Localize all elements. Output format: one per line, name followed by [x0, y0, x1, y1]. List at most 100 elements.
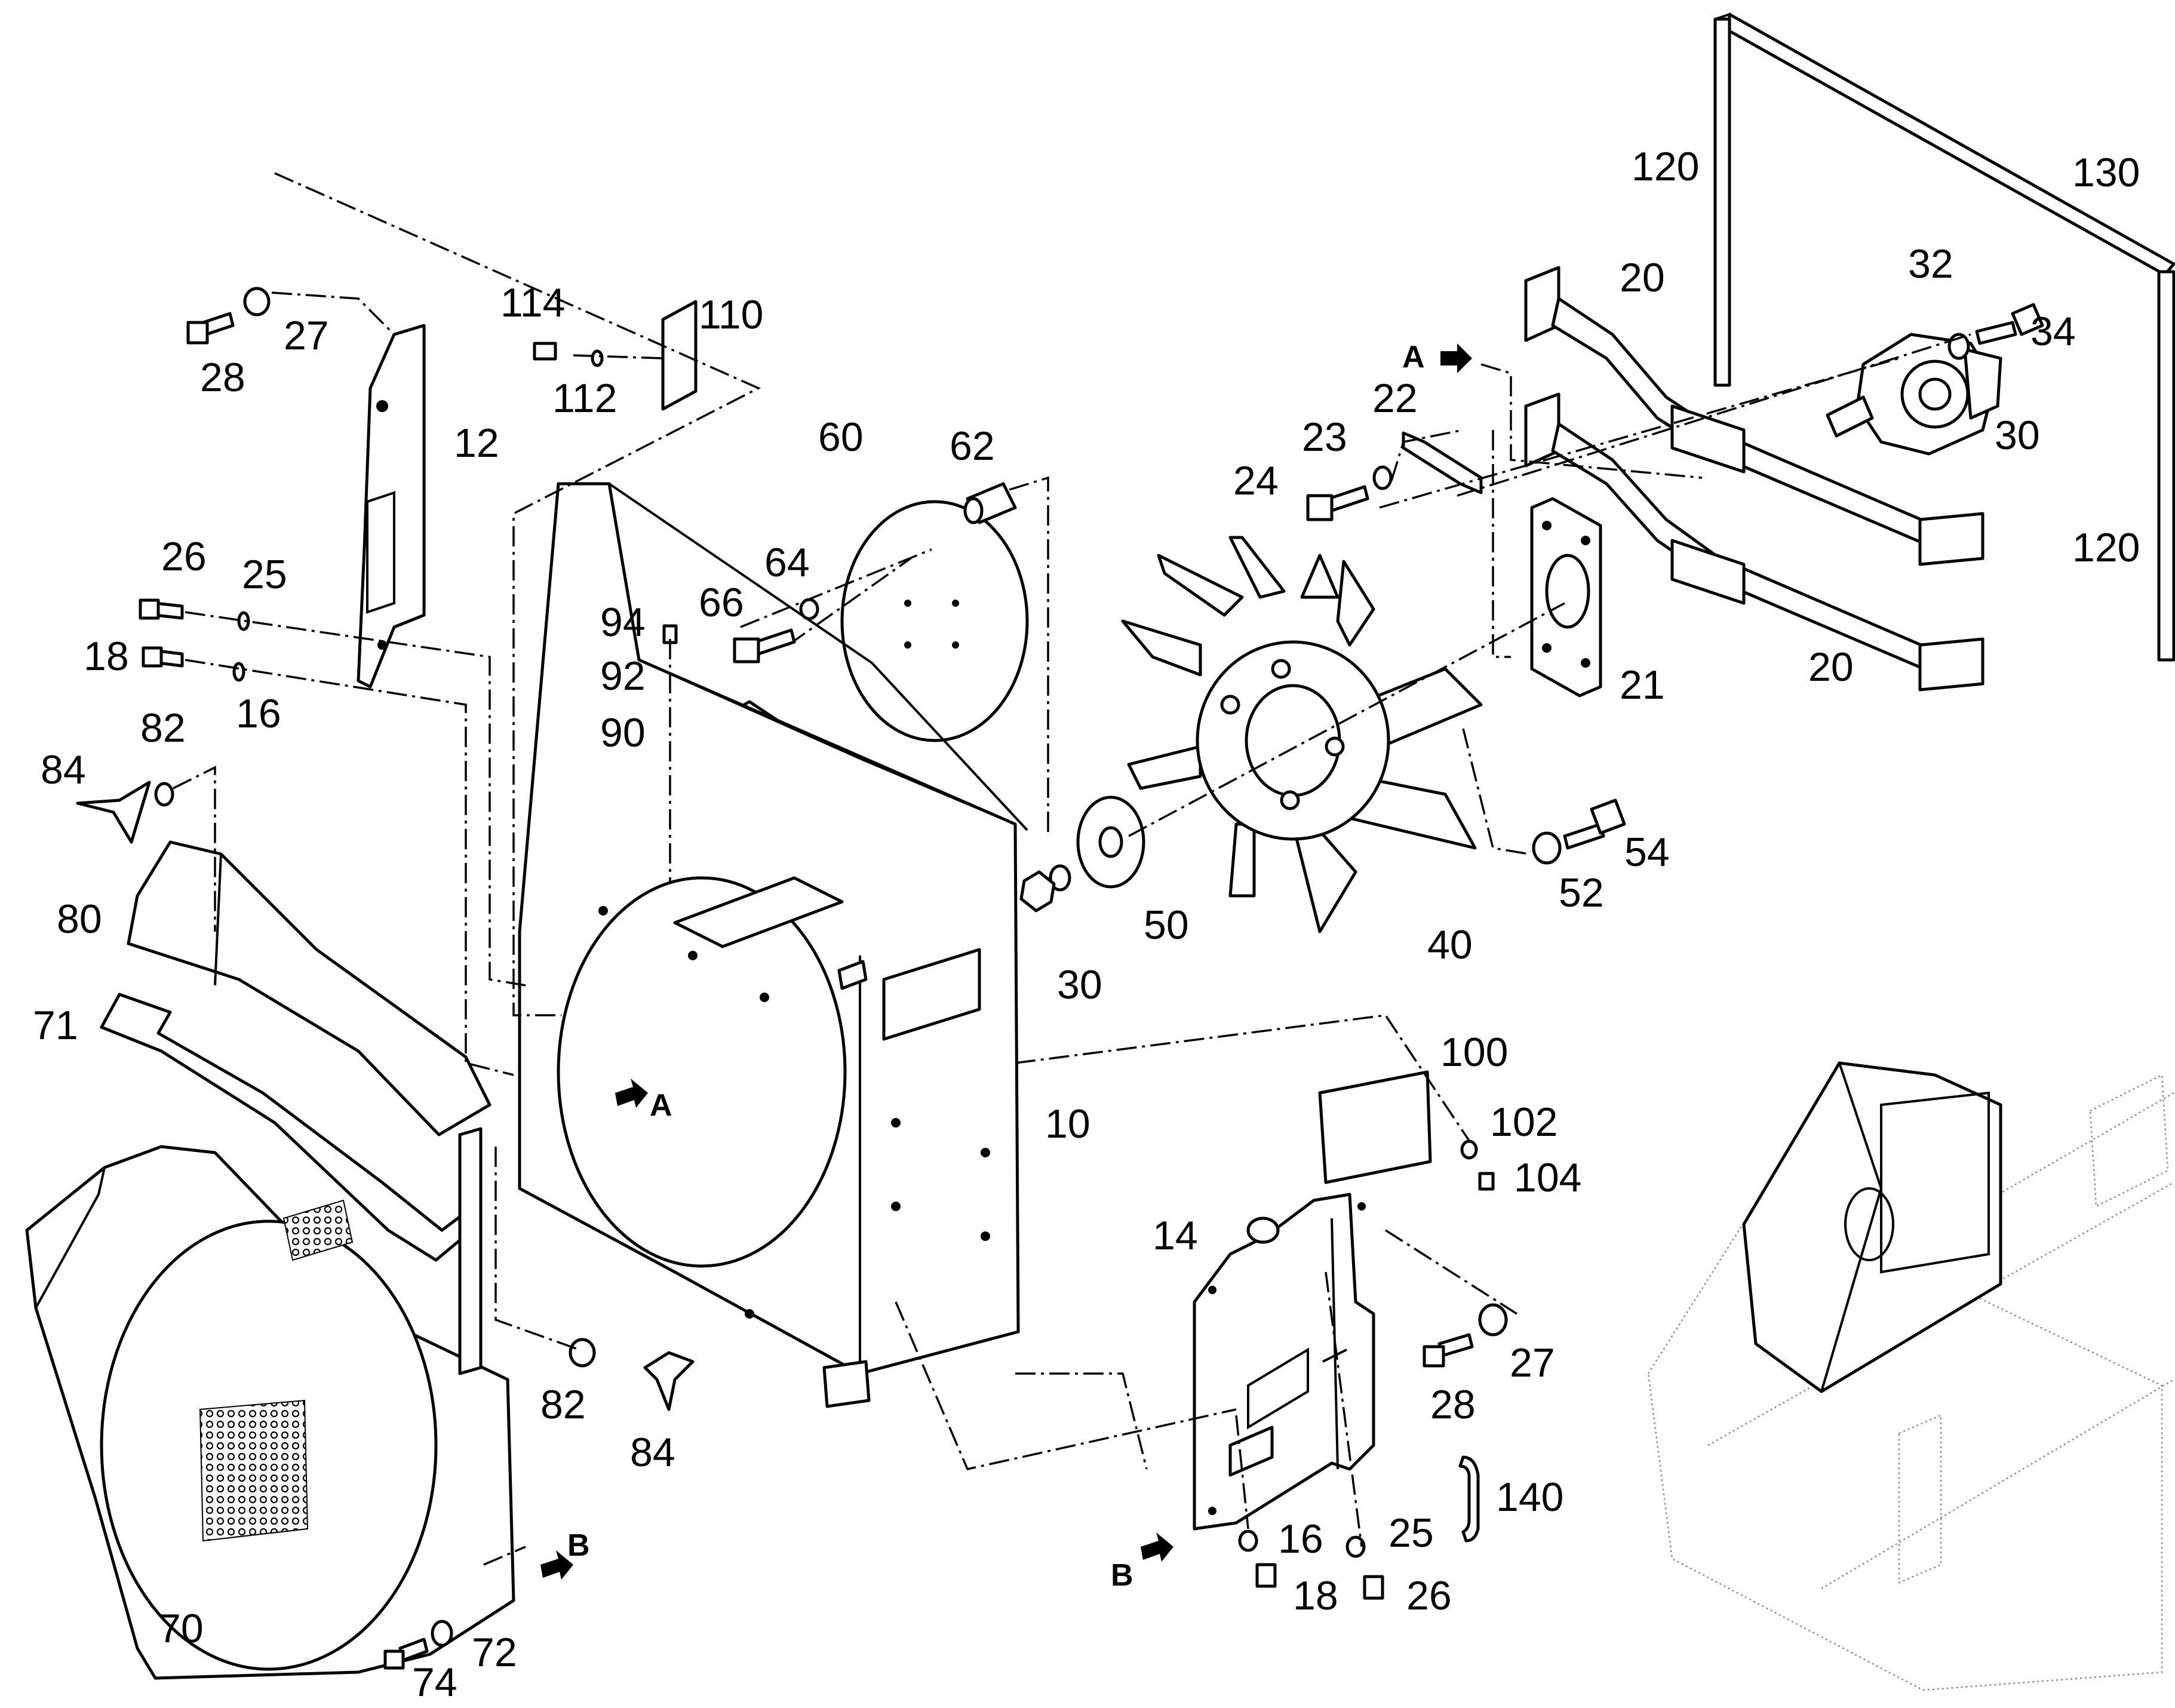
callout-94: 94 — [600, 600, 646, 645]
callout-140: 140 — [1496, 1474, 1563, 1520]
fan-shroud-10 — [518, 482, 1028, 1408]
plate-100 — [1318, 1070, 1432, 1184]
washer-52 — [1532, 831, 1562, 865]
bracket-12 — [357, 324, 426, 689]
callout-90: 90 — [600, 710, 646, 755]
callout-14: 14 — [1153, 1213, 1198, 1258]
cover-disc-60 — [840, 500, 1029, 742]
callout-130: 130 — [2072, 150, 2140, 195]
fan-40 — [1121, 536, 1483, 933]
washer-23 — [1372, 465, 1393, 490]
fan-hub-50 — [1076, 795, 1145, 889]
callout-120: 120 — [1632, 144, 1699, 189]
seal-strip-120-right — [2157, 270, 2175, 662]
bolt-114 — [533, 342, 557, 361]
marker-labels: A A B B — [567, 340, 1425, 1593]
callout-28: 28 — [200, 355, 245, 400]
callout-114: 114 — [500, 280, 565, 325]
marker-b: B — [1111, 1558, 1133, 1593]
callout-28: 28 — [1430, 1382, 1476, 1427]
bolt-18-right — [1255, 1563, 1277, 1588]
washer-16 — [232, 662, 245, 682]
callout-74: 74 — [412, 1660, 457, 1705]
washer-72 — [431, 1620, 453, 1647]
callout-30: 30 — [1057, 962, 1102, 1007]
arrow-right-icon — [615, 1079, 648, 1108]
bolt-28-right — [1423, 1333, 1474, 1368]
seal-strip-120 — [1713, 13, 1731, 387]
callout-54: 54 — [1624, 830, 1670, 875]
bolt-28 — [186, 312, 235, 345]
knob-84-left — [76, 781, 151, 844]
callout-25: 25 — [242, 552, 287, 597]
bolt-34 — [1975, 303, 2044, 345]
washer-27 — [243, 287, 271, 317]
bolt-18 — [142, 646, 184, 668]
bracket-14 — [1193, 1193, 1375, 1531]
washer-112 — [591, 349, 604, 367]
callout-40: 40 — [1427, 922, 1473, 967]
callout-27: 27 — [284, 313, 329, 358]
callout-72: 72 — [472, 1630, 517, 1675]
washer-25 — [237, 611, 250, 631]
callout-66: 66 — [699, 580, 744, 625]
marker-b: B — [567, 1528, 590, 1563]
callout-20: 20 — [1808, 644, 1854, 690]
callout-labels: 120 130 120 20 20 32 34 30 22 23 24 21 1… — [33, 144, 2140, 1705]
bolt-66 — [733, 628, 796, 663]
mounting-plate-21 — [1530, 497, 1602, 698]
callout-112: 112 — [552, 376, 617, 421]
callout-32: 32 — [1908, 241, 1953, 287]
support-bracket-20-lower — [1524, 392, 1984, 692]
callout-24: 24 — [1233, 458, 1279, 503]
bolt-26-right — [1363, 1575, 1384, 1600]
screw-104 — [1478, 1172, 1495, 1191]
hydraulic-pump-30 — [1826, 333, 2002, 456]
bolt-54 — [1563, 798, 1626, 850]
callout-18: 18 — [84, 634, 129, 679]
callout-82: 82 — [540, 1382, 586, 1427]
callout-102: 102 — [1490, 1099, 1557, 1145]
callout-100: 100 — [1440, 1030, 1508, 1075]
knob-84-right — [643, 1351, 695, 1411]
callout-110: 110 — [699, 292, 763, 337]
washer-16-right — [1238, 1529, 1258, 1552]
callout-64: 64 — [764, 540, 810, 585]
washer-102 — [1460, 1139, 1478, 1160]
nut-30 — [1019, 870, 1056, 913]
callout-25: 25 — [1388, 1510, 1434, 1556]
callout-12: 12 — [454, 420, 499, 466]
callout-120: 120 — [2072, 525, 2140, 570]
arrow-right-icon — [1440, 343, 1472, 373]
callout-84: 84 — [41, 747, 86, 792]
spacer-62 — [963, 482, 1017, 524]
callout-26: 26 — [161, 534, 207, 579]
arrow-right-icon — [540, 1550, 573, 1580]
bolt-26 — [139, 598, 184, 620]
callout-16: 16 — [236, 691, 281, 736]
callout-80: 80 — [57, 896, 102, 942]
callout-22: 22 — [1372, 376, 1418, 421]
handle-140 — [1458, 1455, 1480, 1543]
callout-50: 50 — [1144, 902, 1189, 948]
callout-82: 82 — [140, 705, 186, 751]
callout-27: 27 — [1510, 1340, 1555, 1386]
callout-23: 23 — [1302, 414, 1347, 460]
callout-34: 34 — [2030, 309, 2076, 354]
marker-a: A — [1402, 340, 1425, 374]
callout-30: 30 — [1995, 413, 2040, 458]
seal-strip-130 — [1728, 13, 2175, 277]
callout-20: 20 — [1620, 255, 1665, 300]
bolt-74 — [383, 1638, 429, 1670]
assembly-location-inset — [1647, 1061, 2174, 1691]
callout-70: 70 — [158, 1606, 204, 1651]
arrow-right-icon — [1141, 1532, 1173, 1562]
shim-plate-22 — [1402, 431, 1483, 494]
callout-71: 71 — [33, 1003, 78, 1048]
callout-18: 18 — [1293, 1573, 1338, 1618]
callout-84: 84 — [630, 1430, 675, 1475]
leader-lines — [173, 172, 1971, 1566]
washer-82-right — [569, 1338, 596, 1368]
washer-27-right — [1478, 1303, 1508, 1337]
